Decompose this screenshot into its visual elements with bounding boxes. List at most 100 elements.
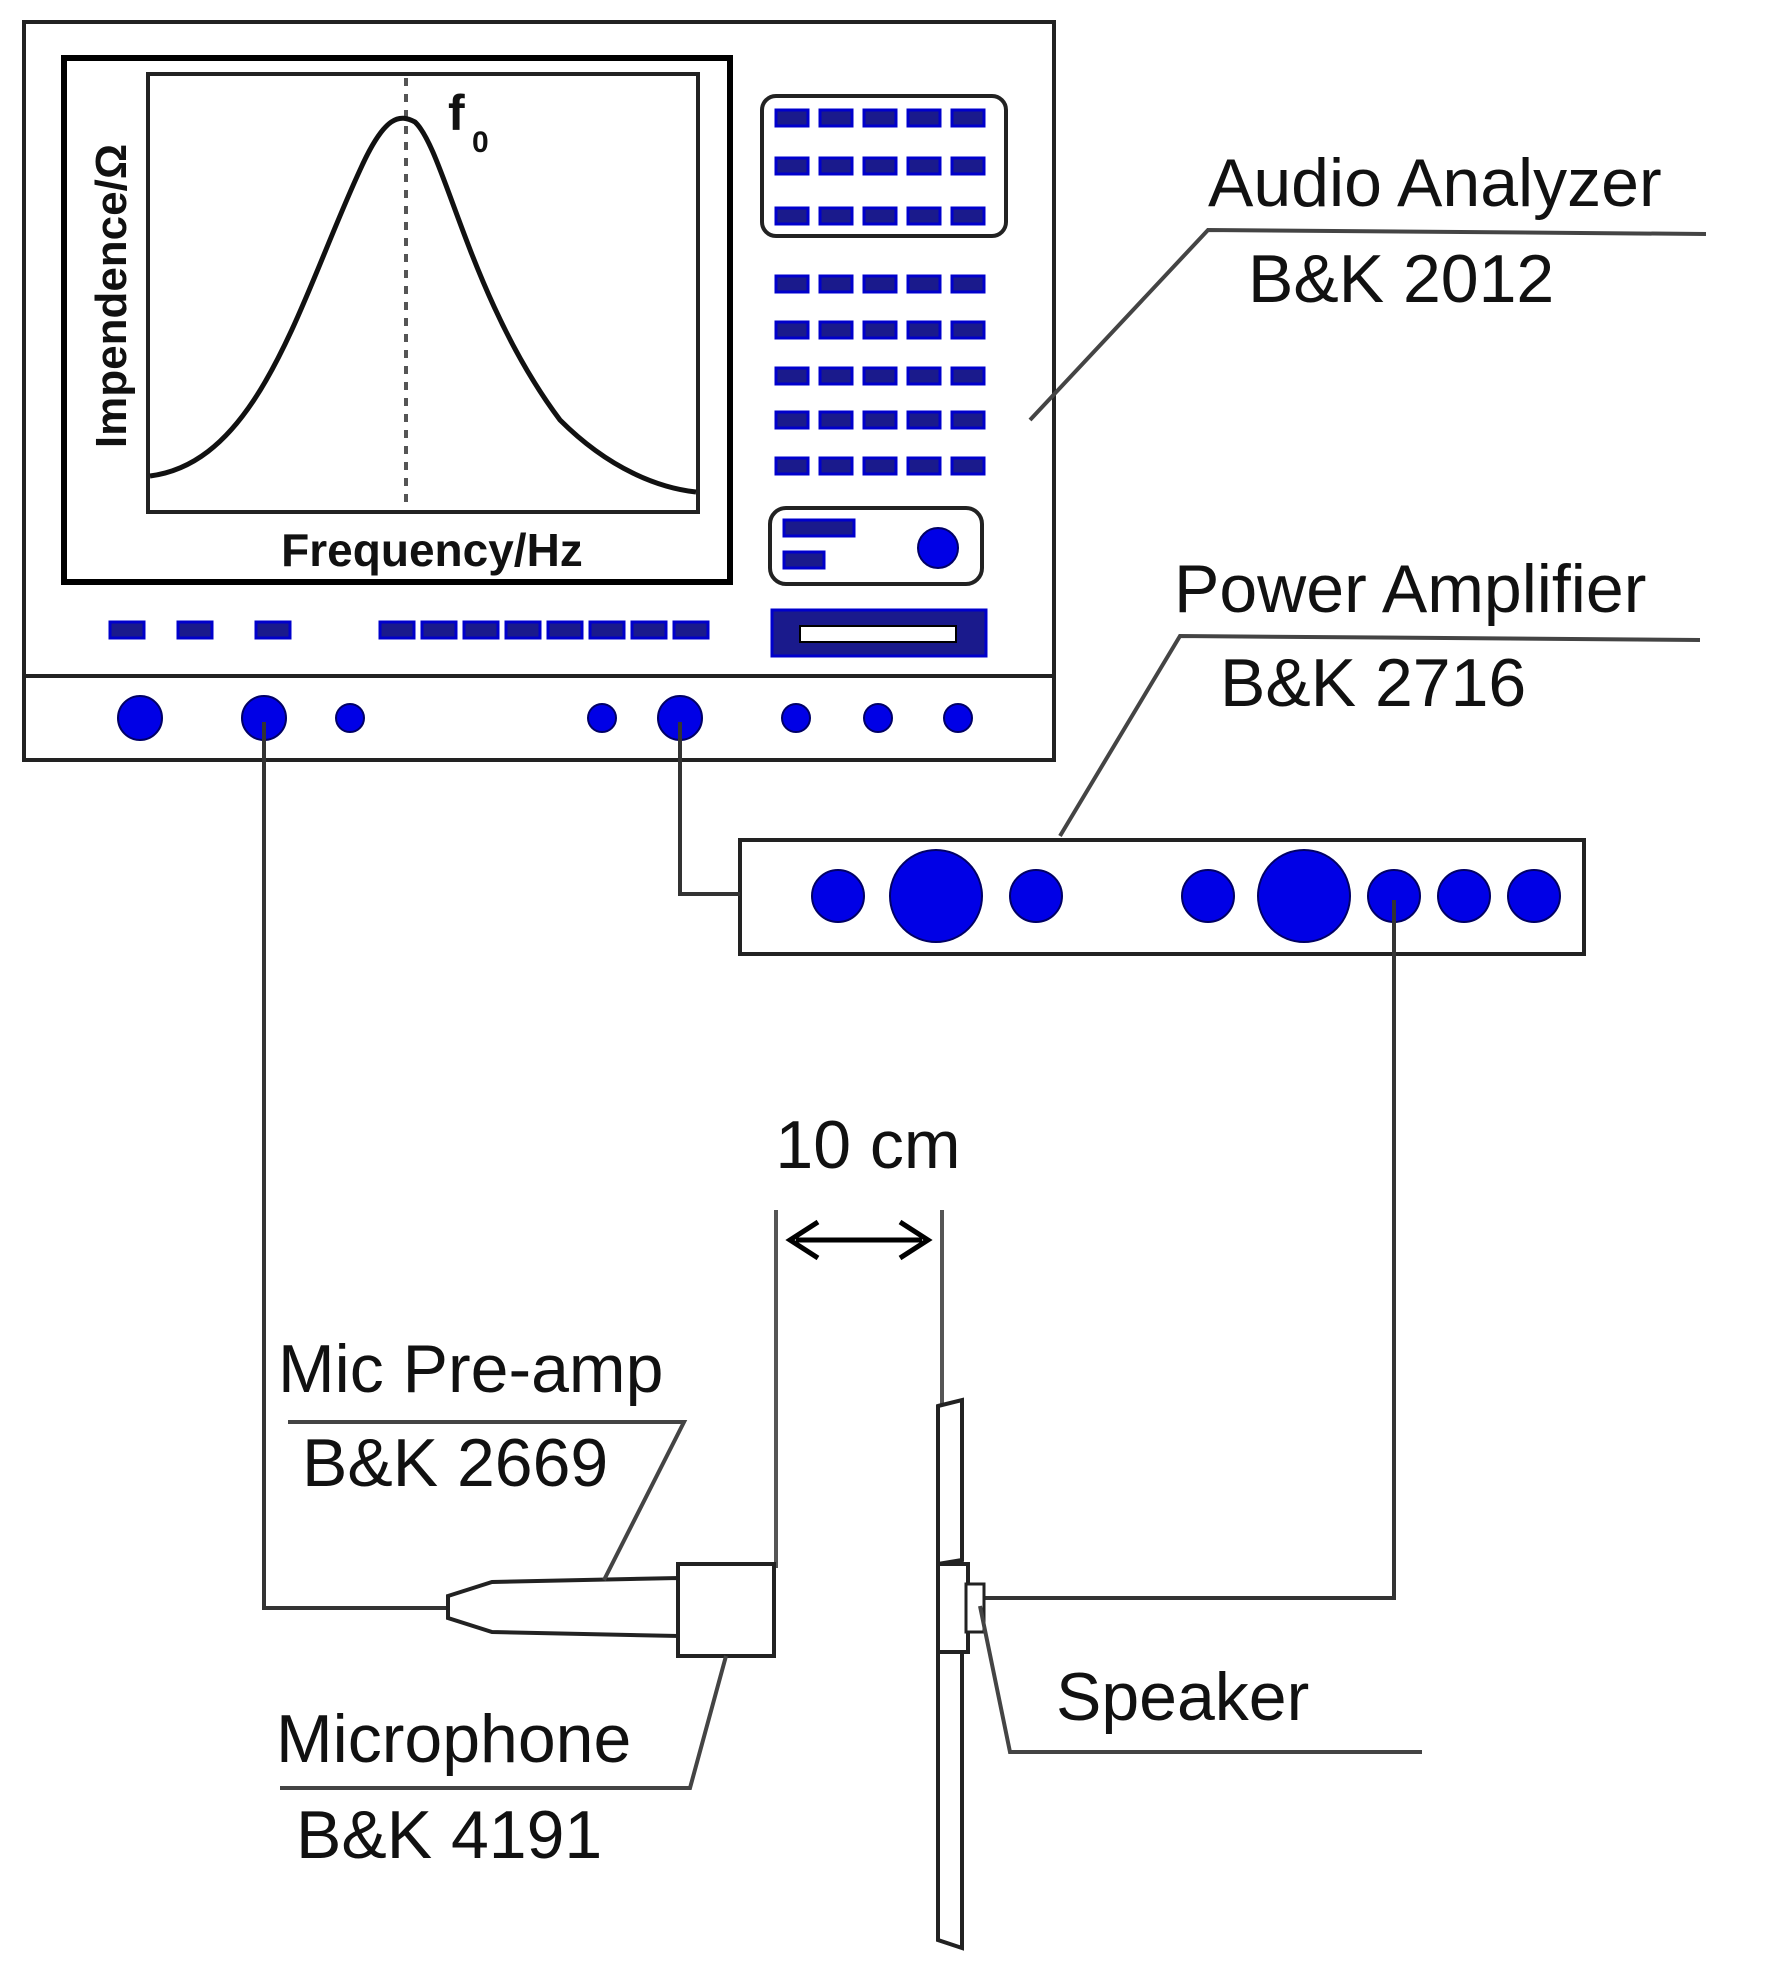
amplifier-connectors <box>811 849 1561 943</box>
analyzer-key-button <box>818 156 854 176</box>
analyzer-connector <box>943 703 973 733</box>
analyzer-key-button <box>818 206 854 226</box>
analyzer-connector <box>863 703 893 733</box>
audio-analyzer: f 0 Impendence/Ω Frequency/Hz Audio Anal… <box>22 20 1707 762</box>
distance-indicator: 10 cm <box>774 1107 961 1568</box>
mic-preamp-body <box>446 1575 680 1639</box>
impedance-curve <box>149 115 697 495</box>
analyzer-strip-button <box>462 620 500 640</box>
analyzer-key-button <box>818 274 854 294</box>
microphone-label-model: B&K 4191 <box>296 1797 602 1873</box>
analyzer-key-button <box>950 366 986 386</box>
analyzer-key-button <box>950 108 986 128</box>
speaker-driver-housing <box>936 1562 970 1654</box>
analyzer-key-button <box>862 108 898 128</box>
analyzer-control-box <box>768 506 984 586</box>
analyzer-key-button <box>774 366 810 386</box>
amplifier-connector <box>1009 869 1063 923</box>
analyzer-plot-area <box>146 72 700 514</box>
speaker-baffle-bottom <box>936 1650 964 1951</box>
amplifier-leader-line <box>1058 633 1701 838</box>
analyzer-strip-button <box>588 620 626 640</box>
analyzer-display-slot-window <box>799 625 957 643</box>
amplifier-connector <box>811 869 865 923</box>
cable-analyzer-to-microphone <box>262 722 448 1610</box>
analyzer-key-button <box>906 366 942 386</box>
analyzer-key-button <box>950 274 986 294</box>
screen-y-axis-label: Impendence/Ω <box>87 144 136 448</box>
analyzer-key-button <box>862 410 898 430</box>
analyzer-key-button <box>862 456 898 476</box>
analyzer-key-button <box>774 206 810 226</box>
amplifier-connector <box>889 849 983 943</box>
analyzer-connector <box>587 703 617 733</box>
speaker-baffle-top <box>936 1397 964 1567</box>
analyzer-key-button <box>906 456 942 476</box>
cable-amplifier-to-speaker <box>968 900 1396 1600</box>
preamp-leader-line <box>288 1420 688 1581</box>
speaker-label: Speaker <box>1056 1659 1309 1735</box>
analyzer-key-button <box>950 206 986 226</box>
peak-frequency-label: f <box>448 85 465 141</box>
distance-arrow-head-left <box>785 1219 820 1261</box>
analyzer-key-button <box>818 366 854 386</box>
distance-arrow-head-right <box>898 1219 933 1261</box>
analyzer-keypad-buttons <box>774 108 986 476</box>
analyzer-key-button <box>906 108 942 128</box>
speaker-assembly: Speaker <box>936 1397 1422 1951</box>
amplifier-label-name: Power Amplifier <box>1174 551 1646 627</box>
analyzer-key-button <box>818 456 854 476</box>
analyzer-leader-line <box>1028 227 1707 422</box>
analyzer-key-button <box>906 410 942 430</box>
control-slot-bottom <box>782 550 826 570</box>
screen-x-axis-label: Frequency/Hz <box>281 524 583 576</box>
analyzer-key-button <box>774 108 810 128</box>
analyzer-strip-buttons <box>108 620 710 640</box>
power-amplifier: Power Amplifier B&K 2716 <box>738 551 1701 956</box>
analyzer-key-button <box>906 156 942 176</box>
analyzer-connector <box>335 703 365 733</box>
analyzer-strip-button <box>420 620 458 640</box>
analyzer-strip-button <box>504 620 542 640</box>
amplifier-label-model: B&K 2716 <box>1220 645 1526 721</box>
preamp-label-model: B&K 2669 <box>302 1425 608 1501</box>
amplifier-connector <box>1181 869 1235 923</box>
cable-analyzer-to-amplifier <box>678 722 740 896</box>
analyzer-keypad-top-frame <box>760 94 1008 238</box>
cables <box>262 722 1396 1610</box>
analyzer-key-button <box>774 320 810 340</box>
analyzer-key-button <box>774 274 810 294</box>
speaker-leader-line <box>978 1605 1422 1754</box>
analyzer-key-button <box>818 320 854 340</box>
control-slot-top <box>782 518 856 538</box>
analyzer-key-button <box>818 410 854 430</box>
analyzer-key-button <box>818 108 854 128</box>
analyzer-key-button <box>862 366 898 386</box>
analyzer-strip-button <box>254 620 292 640</box>
speaker-driver-magnet <box>964 1582 986 1634</box>
analyzer-strip-button <box>378 620 416 640</box>
analyzer-key-button <box>862 274 898 294</box>
analyzer-key-button <box>906 274 942 294</box>
analyzer-key-button <box>950 156 986 176</box>
analyzer-connectors <box>117 695 973 741</box>
analyzer-key-button <box>862 320 898 340</box>
analyzer-key-button <box>950 410 986 430</box>
amplifier-body <box>738 838 1586 956</box>
analyzer-key-button <box>906 206 942 226</box>
analyzer-strip-button <box>176 620 214 640</box>
analyzer-label-name: Audio Analyzer <box>1208 145 1662 221</box>
analyzer-connector <box>117 695 163 741</box>
analyzer-label-model: B&K 2012 <box>1248 241 1554 317</box>
analyzer-connector <box>781 703 811 733</box>
distance-label: 10 cm <box>775 1107 960 1183</box>
analyzer-strip-button <box>672 620 710 640</box>
analyzer-key-button <box>774 410 810 430</box>
analyzer-key-button <box>950 456 986 476</box>
analyzer-key-button <box>862 206 898 226</box>
peak-frequency-subscript: 0 <box>472 126 489 159</box>
microphone-assembly: Mic Pre-amp B&K 2669 Microphone B&K 4191 <box>276 1331 776 1873</box>
amplifier-connector <box>1257 849 1351 943</box>
analyzer-key-button <box>862 156 898 176</box>
analyzer-key-button <box>906 320 942 340</box>
